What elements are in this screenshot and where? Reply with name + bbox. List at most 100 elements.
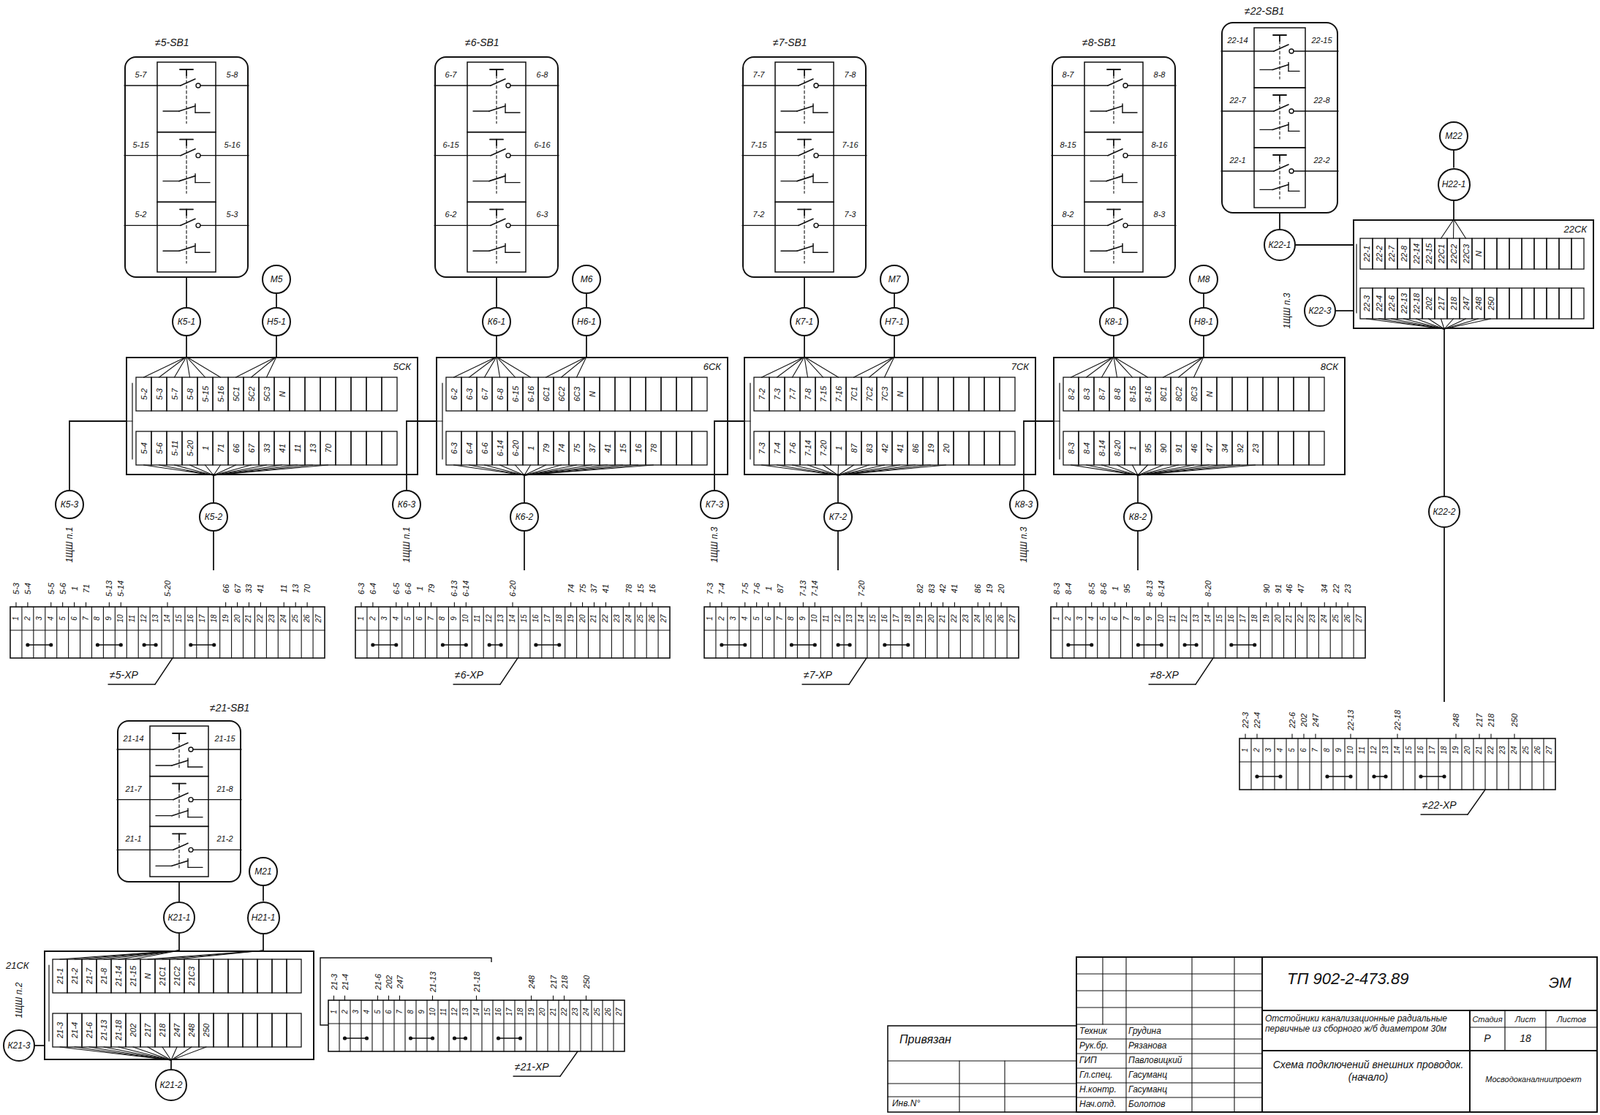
jumper-dot xyxy=(119,642,123,647)
terminal-label: 21-3 xyxy=(329,974,338,991)
contact-symbol xyxy=(490,218,506,226)
title-block-text: Отстойники канализационные радиальные пе… xyxy=(1265,1013,1467,1035)
contact-symbol xyxy=(780,110,798,112)
heading-label: ≠6-SB1 xyxy=(465,37,500,48)
wire-line xyxy=(1244,734,1246,739)
terminal-cell xyxy=(125,1013,141,1048)
wire-line xyxy=(467,155,491,156)
terminal-label: 83 xyxy=(865,443,874,453)
title-block xyxy=(1545,1010,1546,1051)
strip-cell xyxy=(492,1000,493,1052)
wire-line xyxy=(1293,110,1306,112)
terminal-label: 6-6 xyxy=(403,582,412,595)
title-block xyxy=(1469,1010,1471,1113)
terminal-label: 74 xyxy=(557,443,566,453)
wire-line xyxy=(454,465,526,476)
strip-cell xyxy=(832,606,833,659)
marker-label: К6-3 xyxy=(397,500,416,509)
contact-symbol xyxy=(155,865,172,867)
jumper-dot xyxy=(813,642,817,647)
wire-line xyxy=(236,356,278,378)
wire-line xyxy=(1127,84,1143,86)
heading-label: ≠5-SB1 xyxy=(155,37,190,48)
strip-cell xyxy=(1306,606,1308,659)
strip-cell xyxy=(599,606,601,659)
terminal-label: 8-2 xyxy=(1062,210,1075,219)
wire-line xyxy=(283,602,285,607)
jumper-line xyxy=(1137,644,1162,645)
strip-cell xyxy=(172,606,174,659)
contact-symbol xyxy=(1273,44,1289,52)
wire-line xyxy=(804,356,824,378)
marker-label: К21-1 xyxy=(167,913,191,923)
wire-line xyxy=(149,849,174,851)
terminal-label: 6-3 xyxy=(356,582,365,595)
jumper-line xyxy=(1327,775,1351,777)
terminal-cell xyxy=(320,431,336,466)
contact-symbol xyxy=(505,252,520,254)
contact-symbol xyxy=(504,243,506,253)
contact-symbol xyxy=(188,847,194,852)
cable-marker: К8-2 xyxy=(1123,502,1153,532)
terminal-label: 8-15 xyxy=(1059,140,1076,149)
terminal-cell xyxy=(1078,431,1094,466)
terminal-label: 22-15 xyxy=(1311,36,1332,45)
terminal-label: 8-16 xyxy=(1143,386,1152,403)
wire-line xyxy=(775,225,799,226)
heading-label: ≠8-SB1 xyxy=(1082,37,1117,48)
terminal-box: 22СК xyxy=(1352,219,1595,330)
strip-cell xyxy=(612,1000,614,1052)
terminal-cell xyxy=(197,431,213,466)
wire-line xyxy=(208,849,242,851)
strip-cell xyxy=(328,1023,625,1024)
jumper-dot xyxy=(1278,774,1282,779)
terminal-cell xyxy=(599,377,615,411)
terminal-label: 7-4 xyxy=(772,442,781,455)
wire-line xyxy=(157,84,181,86)
switch-cell xyxy=(149,726,209,777)
strip-cell xyxy=(889,606,891,659)
heading-label: ≠7-SB1 xyxy=(772,37,808,48)
terminal-label: 21С3 xyxy=(187,966,196,986)
strip-cell xyxy=(820,606,822,659)
wire-line xyxy=(1178,356,1205,378)
pin-number: 10 xyxy=(1346,745,1355,754)
terminal-label: 218 xyxy=(560,975,569,989)
leader-line xyxy=(1420,813,1468,815)
wire-line xyxy=(1349,734,1351,739)
terminal-label: 7-3 xyxy=(757,442,766,455)
terminal-cell xyxy=(1546,288,1560,319)
pushbutton-station: ≠7-SB1 xyxy=(742,56,867,278)
terminal-cell xyxy=(1571,288,1584,319)
terminal-label: 37 xyxy=(590,584,599,594)
wire-line xyxy=(525,155,559,156)
switch-cell xyxy=(149,826,209,877)
wire-line xyxy=(1051,155,1085,156)
title-block-text: Нач.отд. xyxy=(1079,1099,1117,1109)
terminal-cell xyxy=(1496,238,1510,270)
contact-symbol xyxy=(1121,243,1123,253)
pin-number: 15 xyxy=(1405,745,1413,754)
pin-number: 4 xyxy=(1276,748,1285,753)
terminal-label: 7-14 xyxy=(803,440,812,457)
wire-line xyxy=(709,602,711,607)
cable-line xyxy=(585,336,588,357)
pin-number: 24 xyxy=(625,614,633,623)
wire-line xyxy=(1305,110,1339,112)
wire-line xyxy=(124,155,158,156)
contact-symbol xyxy=(188,747,194,752)
pin-number: 27 xyxy=(615,1007,624,1016)
wire-line xyxy=(120,602,122,607)
contact-symbol xyxy=(173,793,188,800)
wire-line xyxy=(465,602,467,607)
wire-line xyxy=(1084,225,1108,226)
strip-cell xyxy=(773,606,775,659)
cable-line xyxy=(893,293,896,308)
terminal-cell xyxy=(1078,377,1094,411)
contact-symbol xyxy=(171,760,188,766)
pin-number: 23 xyxy=(962,614,970,623)
contact-symbol xyxy=(489,176,506,182)
strip-cell xyxy=(1308,738,1310,790)
contact-symbol xyxy=(1121,103,1123,113)
strip-cell xyxy=(1507,738,1509,790)
